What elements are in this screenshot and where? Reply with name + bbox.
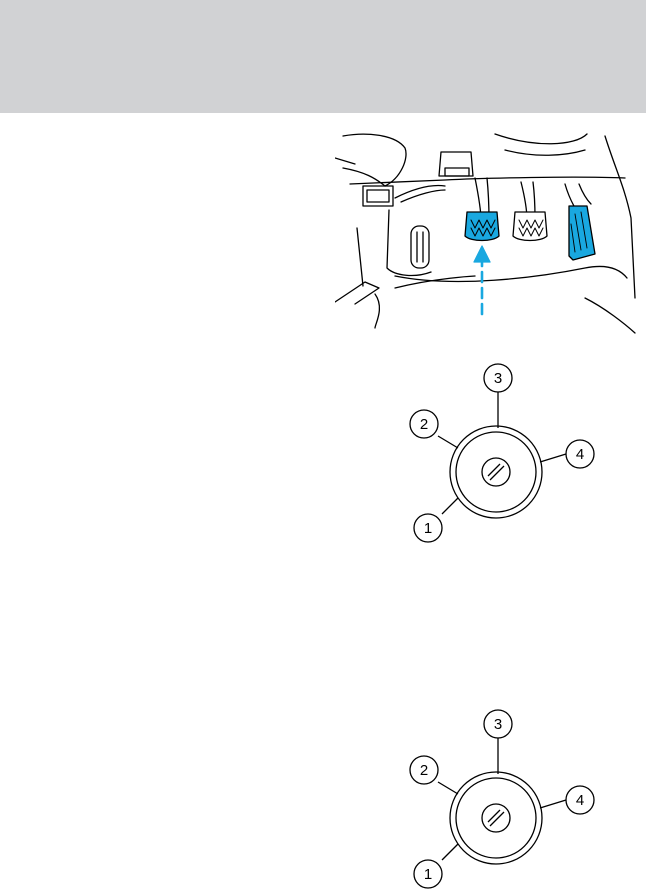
position-label-2: 2 bbox=[420, 762, 428, 779]
ignition-switch-diagram-2: 3 2 4 1 bbox=[394, 704, 620, 894]
position-label-4: 4 bbox=[576, 792, 584, 809]
position-label-3: 3 bbox=[494, 716, 502, 733]
position-label-1: 1 bbox=[424, 866, 432, 883]
position-label-1: 1 bbox=[424, 520, 432, 537]
position-label-4: 4 bbox=[576, 446, 584, 463]
pedal-illustration bbox=[335, 128, 641, 338]
position-label-3: 3 bbox=[494, 370, 502, 387]
header-band bbox=[0, 0, 646, 113]
ignition-switch-diagram: 3 2 4 1 bbox=[394, 358, 620, 548]
position-label-2: 2 bbox=[420, 416, 428, 433]
